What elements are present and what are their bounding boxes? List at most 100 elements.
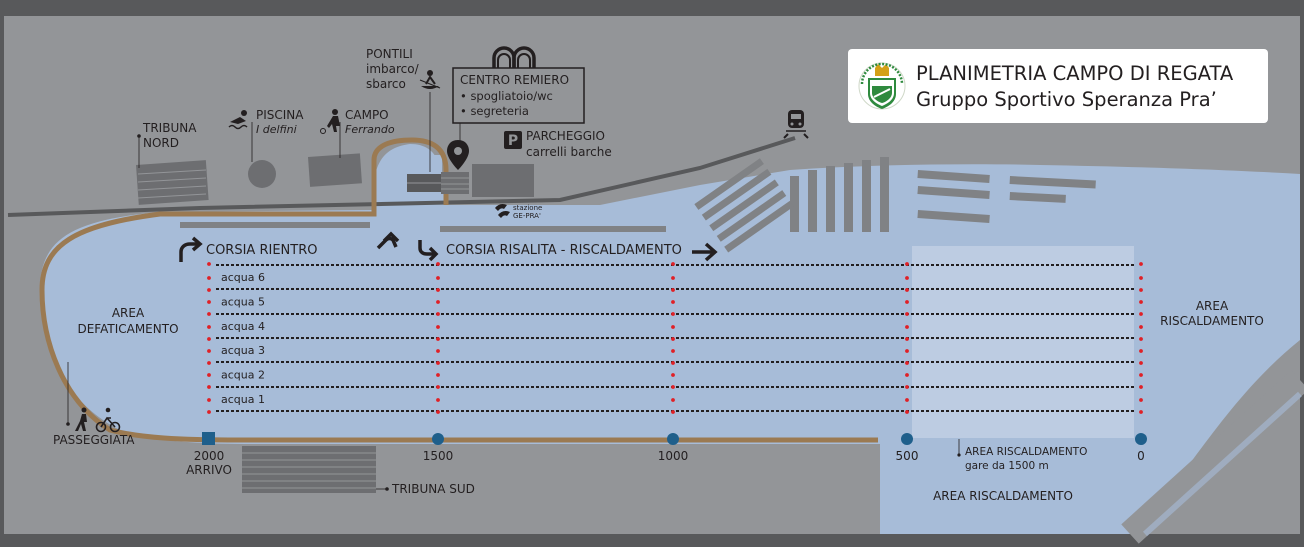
map-subtitle: Gruppo Sportivo Speranza Pra’ — [916, 88, 1217, 111]
buoy — [436, 361, 440, 365]
lane-label: acqua 6 — [221, 271, 265, 284]
buoy — [207, 300, 211, 304]
buoy — [436, 373, 440, 377]
buoy — [905, 361, 909, 365]
buoy — [436, 276, 440, 280]
buoy — [671, 262, 675, 266]
distance-1000: 1000 — [658, 449, 689, 463]
buoy — [905, 262, 909, 266]
buoy — [671, 276, 675, 280]
buoy — [905, 349, 909, 353]
buoy — [436, 300, 440, 304]
buoy — [436, 312, 440, 316]
buoy — [671, 337, 675, 341]
buoy — [671, 410, 675, 414]
parcheggio-sign — [504, 131, 522, 149]
buoy — [436, 288, 440, 292]
passeggiata-label: PASSEGGIATA — [53, 433, 135, 447]
buoy — [1139, 325, 1143, 329]
pontili-label-3: sbarco — [366, 77, 406, 91]
piscina-label: PISCINA — [256, 108, 304, 122]
piscina-building — [248, 160, 276, 188]
pontili-label-2: imbarco/ — [366, 62, 420, 76]
finish-marker — [202, 432, 215, 445]
buoy — [905, 312, 909, 316]
buoy — [905, 385, 909, 389]
tribuna-nord-label-2: NORD — [143, 136, 179, 150]
stazione-label: stazione — [513, 204, 542, 212]
marker-1000 — [667, 433, 679, 445]
parcheggio-building — [472, 164, 534, 197]
right-breakwater — [1121, 370, 1304, 544]
buoy — [1139, 312, 1143, 316]
train-icon — [783, 110, 809, 139]
cyclist-icon — [95, 407, 121, 433]
centro-remiero-item-2: • segreteria — [460, 104, 529, 118]
buoy — [436, 349, 440, 353]
corsia-rientro-label: CORSIA RIENTRO — [206, 243, 317, 258]
buoy — [905, 398, 909, 402]
buoy — [436, 398, 440, 402]
buoy — [207, 349, 211, 353]
buoy — [905, 325, 909, 329]
buoy — [436, 325, 440, 329]
buoy — [207, 385, 211, 389]
lane-label: acqua 1 — [221, 393, 265, 406]
buoy — [1139, 398, 1143, 402]
buoy — [1139, 349, 1143, 353]
buoy — [671, 288, 675, 292]
buoy — [1139, 262, 1143, 266]
buoy — [436, 262, 440, 266]
buoy — [1139, 385, 1143, 389]
distance-0: 0 — [1137, 449, 1145, 463]
buoy — [671, 398, 675, 402]
railway-line — [7, 136, 796, 217]
buoy — [671, 361, 675, 365]
buoy — [905, 410, 909, 414]
lane-label: acqua 3 — [221, 344, 265, 357]
buoy — [1139, 300, 1143, 304]
arrivo-label: ARRIVO — [186, 463, 232, 477]
area-riscaldamento-1500-label: AREA RISCALDAMENTO — [965, 446, 1087, 458]
area-defaticamento-label-2: DEFATICAMENTO — [77, 322, 178, 336]
centro-remiero-title: CENTRO REMIERO — [460, 73, 569, 87]
buoy — [671, 385, 675, 389]
centro-remiero-item-1: • spogliatoio/wc — [460, 89, 553, 103]
buoy — [1139, 276, 1143, 280]
corsia-risalita-label: CORSIA RISALITA - RISCALDAMENTO — [446, 243, 682, 258]
buoy — [436, 385, 440, 389]
tribuna-sud-building — [242, 446, 376, 493]
campo-building — [307, 153, 362, 187]
buoy — [207, 398, 211, 402]
parcheggio-label: PARCHEGGIO — [526, 129, 605, 143]
buoy — [207, 410, 211, 414]
piers — [180, 157, 1096, 253]
buoy — [207, 276, 211, 280]
buoy — [671, 312, 675, 316]
buoy — [905, 337, 909, 341]
pontili-label-1: PONTILI — [366, 47, 413, 61]
stazione-sub: GE-PRA' — [513, 212, 541, 220]
area-riscaldamento-1500-sub: gare da 1500 m — [965, 460, 1049, 472]
tribuna-nord-label-1: TRIBUNA — [142, 121, 197, 135]
buoy — [905, 300, 909, 304]
area-riscaldamento-right-1: AREA — [1196, 299, 1229, 313]
lane-label: acqua 4 — [221, 320, 265, 333]
buoy — [207, 361, 211, 365]
club-logo-icon — [858, 62, 906, 110]
buoy — [1139, 288, 1143, 292]
buoy — [1139, 373, 1143, 377]
area-riscaldamento-right-2: RISCALDAMENTO — [1160, 314, 1264, 328]
area-riscaldamento-bottom-label: AREA RISCALDAMENTO — [933, 489, 1073, 503]
buoy-rows — [207, 262, 1143, 414]
promenade-path — [39, 137, 878, 443]
title-card — [848, 49, 1268, 123]
marker-0 — [1135, 433, 1147, 445]
map-title: PLANIMETRIA CAMPO DI REGATA — [916, 62, 1234, 85]
buoy — [1139, 361, 1143, 365]
marker-1500 — [432, 433, 444, 445]
campo-sub: Ferrando — [345, 123, 395, 136]
buoy — [905, 288, 909, 292]
